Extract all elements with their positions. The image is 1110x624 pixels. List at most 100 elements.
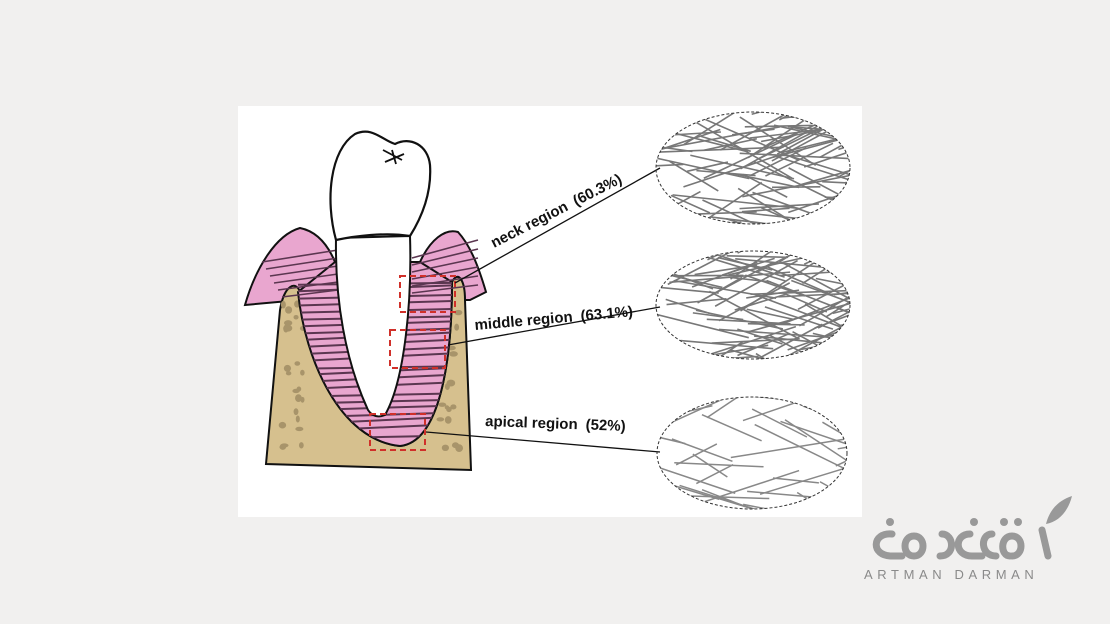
logo-latin-text: ARTMAN DARMAN (864, 567, 1039, 582)
gingival-fiber (277, 281, 339, 291)
collagen-fiber (857, 437, 974, 469)
collagen-fiber (695, 463, 734, 485)
collagen-fiber (707, 251, 759, 261)
middle-fiber-magnification (644, 248, 913, 387)
apical-ellipse-outline (656, 396, 848, 510)
bone-trabecula (436, 417, 445, 422)
collagen-fiber (784, 419, 847, 466)
collagen-fiber (776, 128, 825, 155)
collagen-fiber (835, 420, 847, 467)
bone-trabecula (295, 415, 300, 423)
collagen-fiber (791, 315, 850, 358)
collagen-fiber (852, 304, 913, 336)
collagen-fiber (846, 292, 850, 324)
collagen-fiber (673, 275, 723, 289)
collagen-fiber (742, 173, 788, 198)
collagen-fiber (816, 112, 850, 126)
collagen-fiber (796, 491, 847, 509)
collagen-fiber (767, 266, 829, 295)
collagen-fiber (798, 264, 850, 327)
collagen-fiber (681, 113, 793, 179)
collagen-fiber (772, 128, 850, 159)
neck-region-label: neck region(60.3%) (488, 171, 625, 252)
bone-trabecula (292, 388, 300, 394)
bone-trabecula (283, 364, 292, 372)
collagen-fiber (769, 334, 850, 359)
collagen-fiber (854, 130, 918, 170)
gingival-fiber (411, 257, 479, 273)
gingival-fiber (411, 275, 479, 287)
collagen-fiber (833, 278, 850, 296)
collagen-fiber (841, 457, 847, 485)
gingival-fiber (281, 289, 339, 298)
collagen-fiber (755, 352, 791, 359)
collagen-fiber (822, 180, 850, 185)
collagen-fiber (833, 475, 847, 493)
collagen-fiber (779, 271, 836, 277)
apical-region-box (369, 413, 426, 451)
bone-trabecula (280, 443, 289, 448)
tooth-root (334, 234, 412, 418)
collagen-fiber (854, 403, 975, 405)
collagen-fiber (778, 112, 840, 121)
collagen-fiber (772, 186, 821, 189)
collagen-fiber (747, 296, 850, 333)
collagen-fiber (845, 181, 850, 219)
collagen-fiber (667, 251, 737, 286)
collagen-fiber (857, 248, 894, 266)
collagen-fiber (703, 355, 830, 359)
collagen-fiber (746, 308, 795, 321)
collagen-fiber (829, 197, 850, 210)
collagen-fiber (696, 169, 756, 177)
collagen-fiber (675, 251, 757, 266)
apical-leader-line (425, 431, 661, 453)
collagen-fiber (754, 423, 847, 472)
collagen-fiber (788, 175, 850, 214)
collagen-fiber (803, 251, 850, 265)
artman-darman-logo (872, 496, 1072, 560)
collagen-fiber (750, 288, 850, 295)
bone-trabecula (285, 371, 292, 376)
collagen-fiber (644, 362, 706, 371)
collagen-fiber (730, 349, 831, 359)
collagen-fiber (730, 438, 845, 459)
bone-trabecula (294, 361, 301, 366)
middle-ellipse-outline (655, 250, 851, 360)
collagen-fiber (656, 163, 684, 168)
collagen-fiber (675, 443, 718, 466)
collagen-fiber (743, 223, 814, 224)
collagen-fiber (773, 124, 850, 149)
collagen-fiber (856, 341, 909, 371)
neck-leader-line (454, 167, 661, 284)
collagen-fiber (660, 251, 725, 263)
collagen-fiber (853, 141, 937, 147)
gingival-fiber (269, 265, 339, 277)
bone-trabecula (444, 416, 452, 424)
collagen-fiber (701, 413, 762, 442)
collagen-fiber (656, 144, 693, 153)
collagen-fiber (683, 112, 764, 146)
collagen-fiber (856, 403, 904, 428)
collagen-fiber (670, 194, 711, 214)
bone-trabecula (441, 444, 450, 452)
collagen-fiber (748, 363, 792, 387)
collagen-fiber (802, 405, 847, 443)
collagen-fiber (706, 397, 792, 419)
collagen-fiber (822, 421, 847, 450)
collagen-fiber (846, 210, 850, 224)
collagen-fiber (671, 438, 733, 462)
middle-leader-line (447, 306, 661, 346)
collagen-fiber (825, 363, 881, 381)
collagen-fiber (837, 203, 850, 223)
collagen-fiber (697, 276, 743, 304)
middle-region-label: middle region(63.1%) (474, 303, 634, 334)
collagen-fiber (669, 160, 719, 192)
collagen-fiber (765, 96, 836, 111)
bone-trabecula (283, 324, 293, 332)
collagen-fiber (703, 137, 758, 152)
bone-trabecula (454, 323, 460, 331)
collagen-fiber (714, 259, 798, 307)
collagen-fiber (759, 466, 847, 495)
collagen-fiber (804, 303, 850, 359)
bone-trabecula (278, 421, 287, 429)
